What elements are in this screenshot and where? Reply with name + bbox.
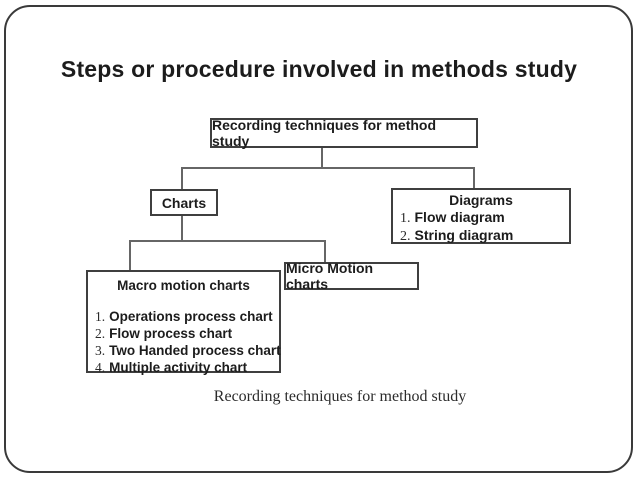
node-recording-techniques: Recording techniques for method study xyxy=(210,117,478,149)
connector-root-down xyxy=(321,147,323,168)
item-number: 2. xyxy=(95,326,106,341)
connector-level1-horizontal xyxy=(181,167,475,169)
node-diagrams-title: Diagrams xyxy=(449,192,513,208)
list-item: 1.Operations process chart xyxy=(95,308,279,325)
connector-level2-horizontal xyxy=(129,240,326,242)
item-number: 1. xyxy=(95,309,106,324)
node-micro-motion-charts-label: Micro Motion charts xyxy=(286,260,374,292)
node-macro-motion-charts: Macro motion charts 1.Operations process… xyxy=(86,270,281,376)
node-charts-label: Charts xyxy=(161,194,207,211)
list-item: 1.Flow diagram xyxy=(400,209,569,227)
item-label: String diagram xyxy=(414,227,514,243)
item-label: Two Handed process chart xyxy=(109,343,281,358)
item-label: Operations process chart xyxy=(109,309,273,324)
item-number: 3. xyxy=(95,343,106,358)
item-label: Flow process chart xyxy=(109,326,233,341)
slide-title: Steps or procedure involved in methods s… xyxy=(60,56,578,82)
list-item: 4.Multiple activity chart xyxy=(95,359,279,376)
connector-to-macro xyxy=(129,240,131,271)
node-macro-title: Macro motion charts xyxy=(117,278,250,293)
diagrams-list: 1.Flow diagram 2.String diagram xyxy=(393,209,569,245)
macro-list: 1.Operations process chart 2.Flow proces… xyxy=(88,308,281,376)
node-micro-motion-charts: Micro Motion charts xyxy=(284,260,419,292)
item-label: Flow diagram xyxy=(414,209,505,225)
node-recording-techniques-label: Recording techniques for method study xyxy=(212,117,437,149)
item-label: Multiple activity chart xyxy=(109,360,248,375)
list-item: 2.Flow process chart xyxy=(95,325,279,342)
item-number: 1. xyxy=(400,211,411,226)
item-number: 2. xyxy=(400,229,411,244)
node-charts: Charts xyxy=(150,189,218,216)
list-item: 3.Two Handed process chart xyxy=(95,342,281,359)
connector-to-diagrams xyxy=(473,167,475,189)
connector-to-micro xyxy=(324,240,326,263)
connector-charts-down xyxy=(181,215,183,242)
slide-caption: Recording techniques for method study xyxy=(213,388,467,405)
node-diagrams: Diagrams 1.Flow diagram 2.String diagram xyxy=(391,188,571,244)
item-number: 4. xyxy=(95,360,106,375)
connector-to-charts xyxy=(181,167,183,190)
list-item: 2.String diagram xyxy=(400,227,569,245)
